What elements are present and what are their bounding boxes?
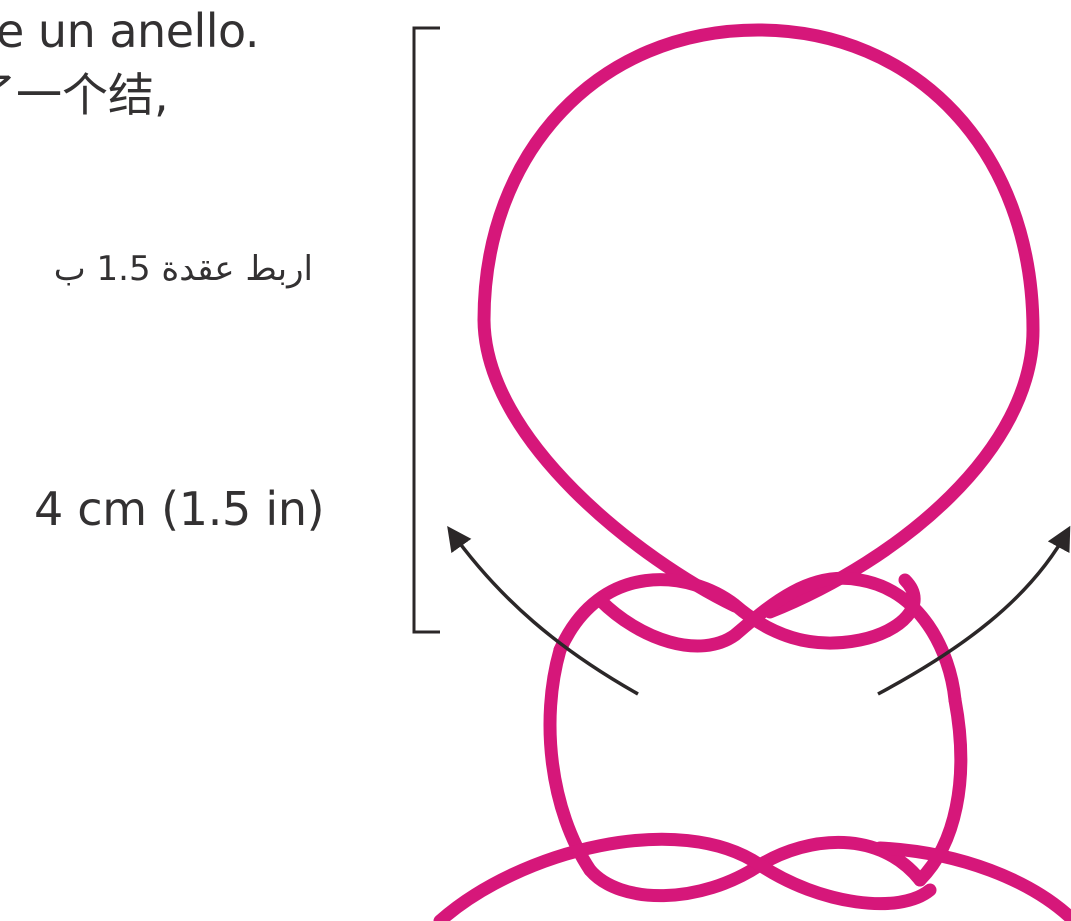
measurement-bracket bbox=[414, 28, 440, 632]
cord-lower-loop-left bbox=[550, 650, 590, 870]
cord-tail-right bbox=[880, 848, 1071, 918]
cord-lower-knot-b bbox=[440, 839, 930, 921]
cord-main-loop bbox=[484, 30, 1033, 612]
